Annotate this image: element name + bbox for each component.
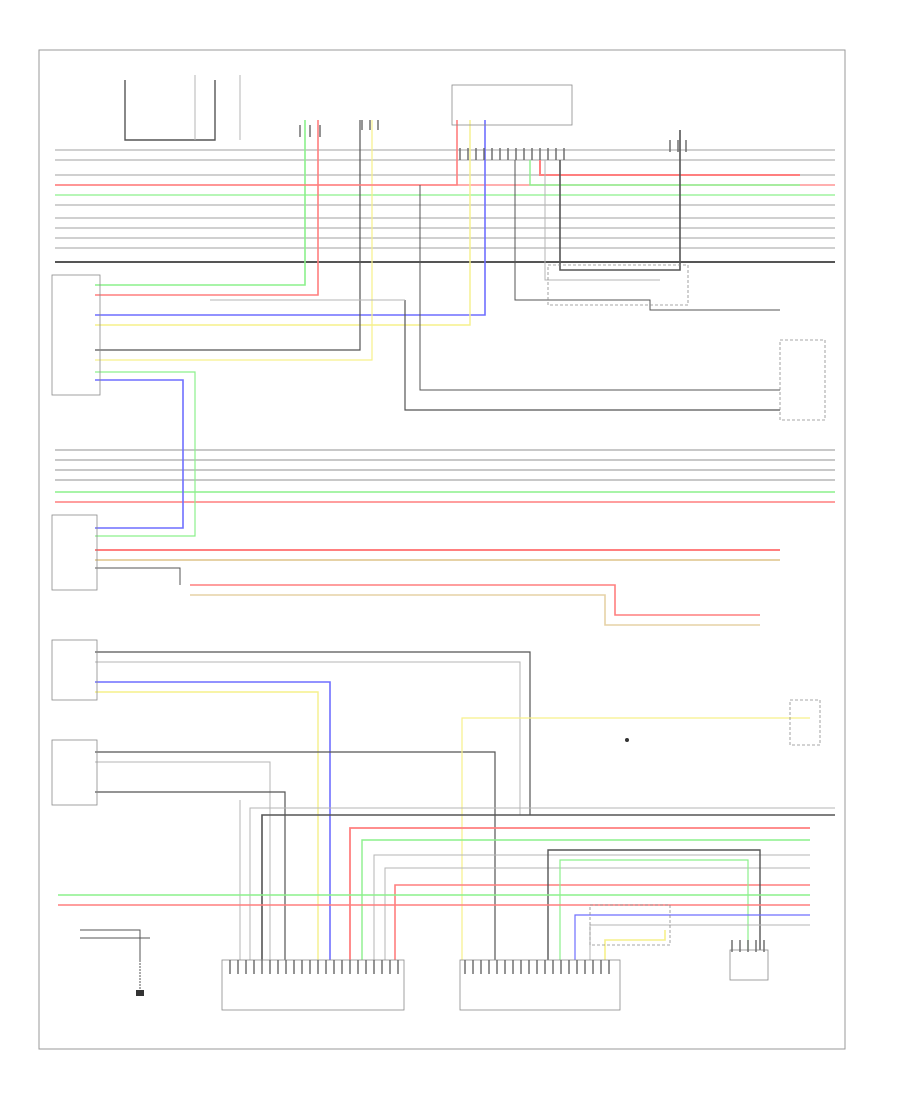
signal-wire <box>384 867 810 960</box>
signal-wire <box>95 651 531 815</box>
ground-icon <box>136 960 144 996</box>
harness-wire <box>124 80 216 141</box>
signal-wire <box>539 160 800 176</box>
signal-wire <box>461 717 810 960</box>
signal-wire <box>529 160 800 186</box>
signal-wire <box>394 884 810 960</box>
signal-wire <box>404 300 780 411</box>
signal-wire <box>190 594 760 626</box>
signal-wire <box>361 839 810 960</box>
connector-bottom-right <box>459 959 621 1011</box>
signal-wire <box>95 371 196 537</box>
signal-wire <box>261 814 835 960</box>
sensor-bottom-right <box>729 949 769 981</box>
signal-wire <box>95 681 331 960</box>
signal-wire <box>95 751 496 960</box>
signal-wire <box>95 691 319 960</box>
signal-wire <box>95 120 361 351</box>
signal-wire <box>589 924 810 960</box>
signal-wire <box>95 567 181 585</box>
switch-right <box>789 699 821 746</box>
signal-wire <box>544 160 660 281</box>
control-module-mid <box>51 514 98 591</box>
signal-wire <box>373 854 810 960</box>
signal-wire <box>95 791 286 960</box>
pin-tick-group <box>229 120 765 974</box>
signal-wire <box>95 120 486 316</box>
wire-group <box>55 75 835 960</box>
signal-wire <box>55 120 458 186</box>
signal-wire <box>95 761 271 960</box>
junction-small <box>589 904 671 946</box>
signal-wire <box>95 120 373 361</box>
signal-wire <box>514 160 780 311</box>
signal-wire <box>419 185 780 391</box>
diagram-frame <box>38 49 846 1050</box>
connector-bottom-left <box>221 959 405 1011</box>
connector-right-mid <box>779 339 826 421</box>
signal-wire <box>95 661 521 815</box>
control-module-lower-2 <box>51 739 98 806</box>
signal-wire <box>559 130 681 271</box>
signal-wire <box>95 120 319 296</box>
control-module-left <box>51 274 101 396</box>
signal-wire <box>95 379 184 529</box>
control-module-lower <box>51 639 98 701</box>
connector-block-top <box>451 84 573 126</box>
signal-wire <box>249 807 835 960</box>
signal-wire <box>95 120 471 326</box>
signal-wire <box>604 930 666 960</box>
signal-wire <box>80 929 141 960</box>
relay-box <box>547 264 689 306</box>
signal-wire <box>95 120 306 286</box>
signal-wire <box>574 914 810 960</box>
ground-icon <box>625 738 629 742</box>
signal-wire <box>190 584 760 616</box>
signal-wire <box>349 827 810 960</box>
component-group <box>51 84 826 1011</box>
